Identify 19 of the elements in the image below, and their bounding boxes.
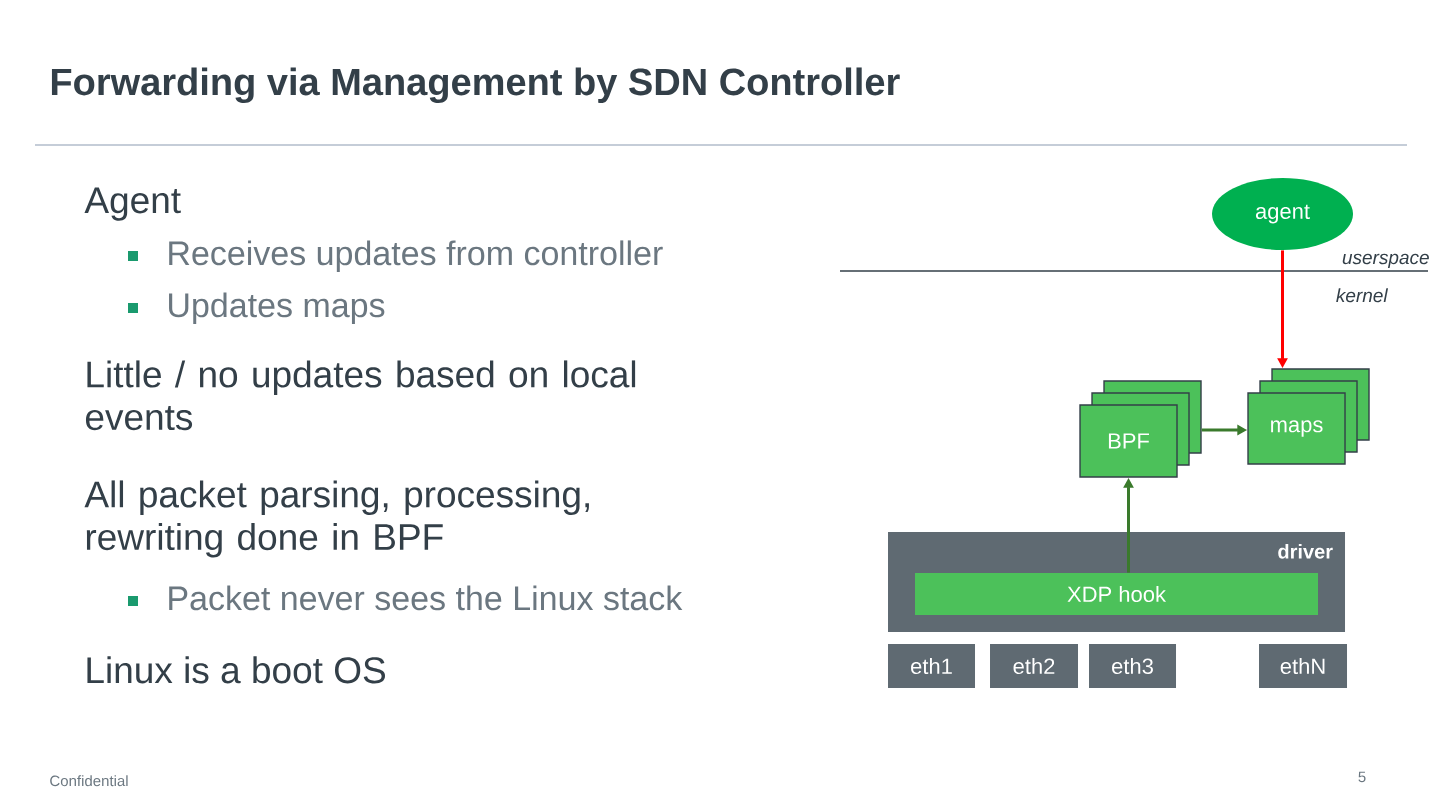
port-box: eth3 (1089, 644, 1176, 688)
bullet-text: Receives updates from controller (169, 240, 663, 273)
stacked-box: maps (1247, 368, 1370, 465)
footer-text: Confidential (50, 775, 128, 787)
port-box: ethN (1259, 644, 1347, 688)
bullet-text: Packet never sees the Linux stack (169, 585, 683, 611)
page-number: 5 (1358, 771, 1366, 783)
body-text: Agent (84, 187, 181, 221)
bullet-text: Updates maps (169, 292, 385, 325)
hook-bar: XDP hook (915, 573, 1318, 615)
body-text: Little / no updates based on local events (85, 360, 636, 431)
body-text: All packet parsing, processing, rewriting done in BPF (84, 480, 589, 558)
port-box: eth2 (990, 644, 1078, 688)
body-text: Linux is a boot OS (87, 656, 385, 684)
stacked-box: BPF (1079, 380, 1202, 478)
layer-label: kernel (1336, 288, 1389, 303)
port-box: eth1 (888, 644, 975, 688)
layer-label: userspace (1342, 253, 1429, 268)
slide-title: Forwarding via Management by SDN Controller (51, 67, 900, 104)
